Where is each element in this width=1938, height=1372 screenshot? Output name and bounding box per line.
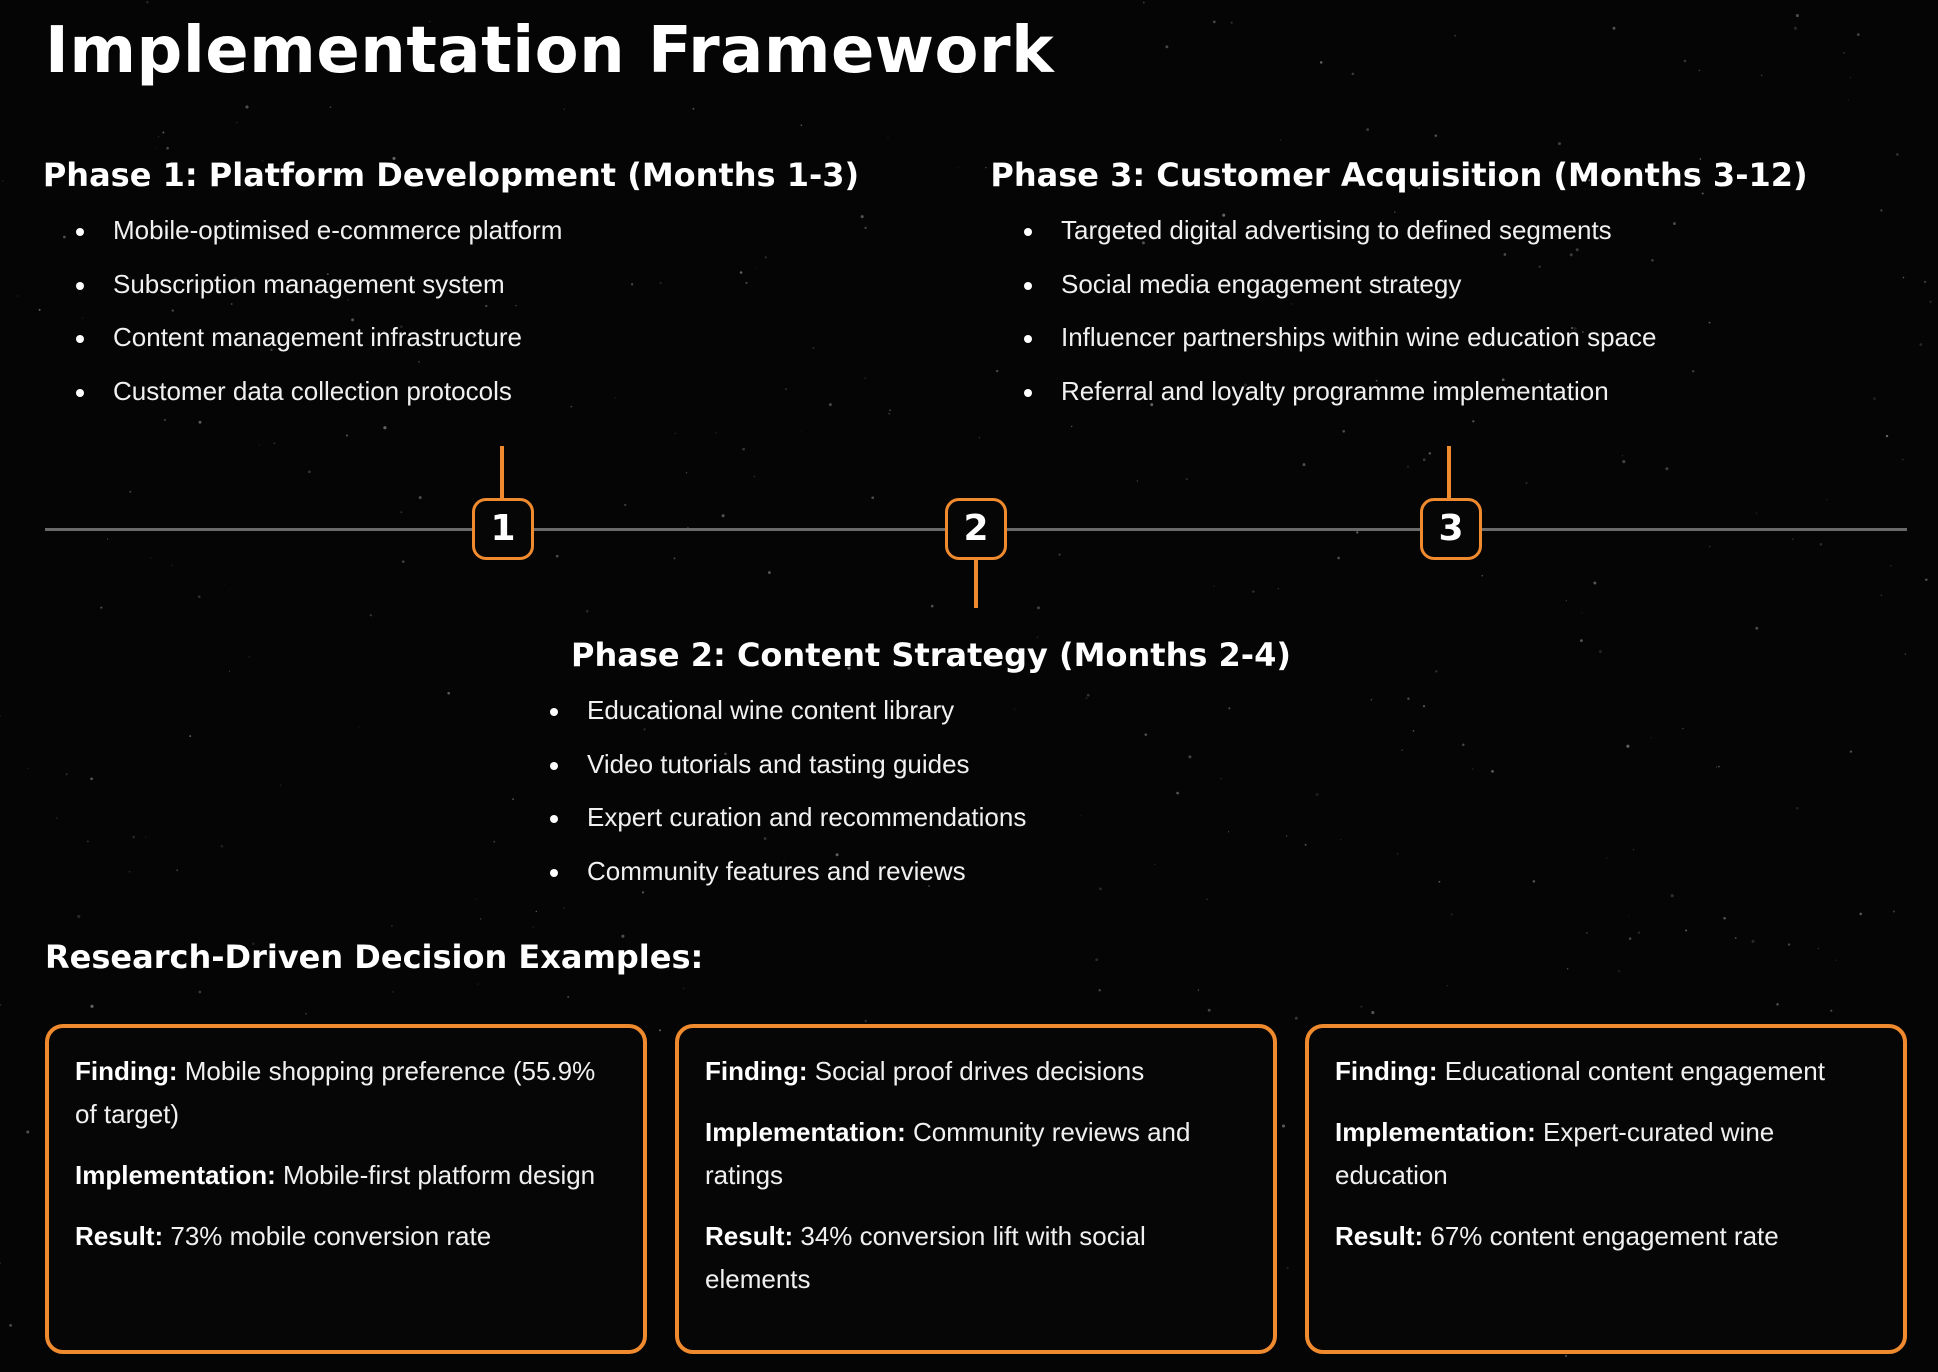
examples-heading: Research-Driven Decision Examples: [45, 938, 704, 976]
list-item: Community features and reviews [547, 845, 1407, 899]
result-label: Result: [705, 1221, 794, 1251]
implementation-label: Implementation: [1335, 1117, 1536, 1147]
finding-label: Finding: [705, 1056, 808, 1086]
result-text: Result: 34% conversion lift with social … [705, 1215, 1247, 1301]
phase-2-block: Phase 2: Content Strategy (Months 2-4) E… [547, 636, 1407, 898]
finding-label: Finding: [75, 1056, 178, 1086]
implementation-text: Implementation: Expert-curated wine educ… [1335, 1111, 1877, 1197]
list-item: Influencer partnerships within wine educ… [1021, 311, 1881, 365]
list-item: Educational wine content library [547, 684, 1407, 738]
phase-2-list: Educational wine content library Video t… [547, 684, 1407, 898]
list-item: Targeted digital advertising to defined … [1021, 204, 1881, 258]
implementation-value: Mobile-first platform design [283, 1160, 596, 1190]
result-value: 67% content engagement rate [1430, 1221, 1779, 1251]
finding-text: Finding: Social proof drives decisions [705, 1050, 1247, 1093]
list-item: Social media engagement strategy [1021, 258, 1881, 312]
example-card-2: Finding: Social proof drives decisions I… [675, 1024, 1277, 1354]
implementation-label: Implementation: [75, 1160, 276, 1190]
phase-1-block: Phase 1: Platform Development (Months 1-… [43, 156, 933, 418]
phase-1-heading: Phase 1: Platform Development (Months 1-… [42, 156, 860, 194]
phase-1-list: Mobile-optimised e-commerce platform Sub… [73, 204, 933, 418]
list-item: Video tutorials and tasting guides [547, 738, 1407, 792]
finding-text: Finding: Educational content engagement [1335, 1050, 1877, 1093]
list-item: Mobile-optimised e-commerce platform [73, 204, 933, 258]
phase-3-block: Phase 3: Customer Acquisition (Months 3-… [990, 156, 1881, 418]
finding-value: Mobile shopping preference (55.9% of tar… [75, 1056, 596, 1129]
result-label: Result: [75, 1221, 164, 1251]
finding-value: Social proof drives decisions [814, 1056, 1145, 1086]
list-item: Customer data collection protocols [73, 365, 933, 419]
phase-2-heading: Phase 2: Content Strategy (Months 2-4) [571, 636, 1291, 674]
phase-3-marker: 3 [1420, 498, 1482, 560]
list-item: Content management infrastructure [73, 311, 933, 365]
implementation-value: Expert-curated wine education [1335, 1117, 1775, 1190]
phase-3-connector [1447, 446, 1451, 500]
result-text: Result: 67% content engagement rate [1335, 1215, 1877, 1258]
phase-3-heading: Phase 3: Customer Acquisition (Months 3-… [990, 156, 1808, 194]
phase-3-list: Targeted digital advertising to defined … [1021, 204, 1881, 418]
implementation-text: Implementation: Community reviews and ra… [705, 1111, 1247, 1197]
phase-1-marker: 1 [472, 498, 534, 560]
list-item: Expert curation and recommendations [547, 791, 1407, 845]
phase-2-connector [974, 558, 978, 608]
result-label: Result: [1335, 1221, 1424, 1251]
list-item: Referral and loyalty programme implement… [1021, 365, 1881, 419]
phase-2-marker: 2 [945, 498, 1007, 560]
finding-text: Finding: Mobile shopping preference (55.… [75, 1050, 617, 1136]
result-value: 34% conversion lift with social elements [705, 1221, 1146, 1294]
example-card-1: Finding: Mobile shopping preference (55.… [45, 1024, 647, 1354]
implementation-label: Implementation: [705, 1117, 906, 1147]
list-item: Subscription management system [73, 258, 933, 312]
implementation-text: Implementation: Mobile-first platform de… [75, 1154, 617, 1197]
result-value: 73% mobile conversion rate [170, 1221, 492, 1251]
page-title: Implementation Framework [45, 14, 1055, 88]
finding-label: Finding: [1335, 1056, 1438, 1086]
finding-value: Educational content engagement [1444, 1056, 1825, 1086]
example-card-3: Finding: Educational content engagement … [1305, 1024, 1907, 1354]
result-text: Result: 73% mobile conversion rate [75, 1215, 617, 1258]
phase-1-connector [500, 446, 504, 500]
implementation-value: Community reviews and ratings [705, 1117, 1191, 1190]
